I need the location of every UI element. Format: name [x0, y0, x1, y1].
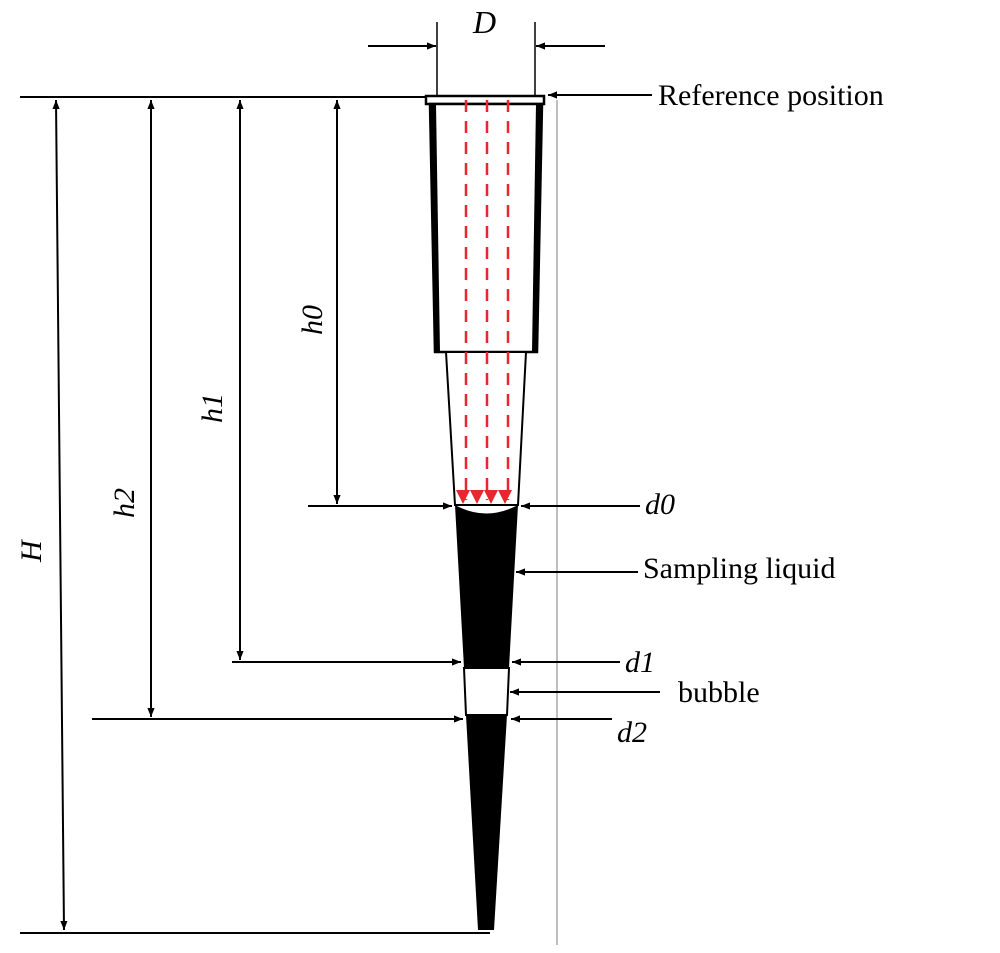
lower-liquid-column	[466, 715, 507, 930]
tip-upper-wall-left	[430, 104, 440, 352]
tip-upper-wall-right	[532, 104, 542, 352]
label-d1: d1	[625, 646, 655, 679]
label-D: D	[472, 4, 496, 40]
sampling-liquid-column	[455, 505, 518, 668]
label-bubble: bubble	[678, 676, 760, 709]
label-d2: d2	[617, 716, 647, 749]
label-h1: h1	[196, 393, 229, 423]
meniscus-marks	[456, 490, 512, 504]
label-h2: h2	[108, 488, 141, 518]
label-reference-position: Reference position	[658, 79, 884, 112]
label-H: H	[15, 538, 48, 563]
label-d0: d0	[645, 488, 675, 521]
H-dimension-arrow	[52, 99, 68, 931]
label-h0: h0	[296, 305, 329, 335]
label-sampling-liquid: Sampling liquid	[643, 552, 836, 585]
internal-dashed-lines	[464, 100, 510, 500]
bubble-region	[462, 667, 511, 716]
